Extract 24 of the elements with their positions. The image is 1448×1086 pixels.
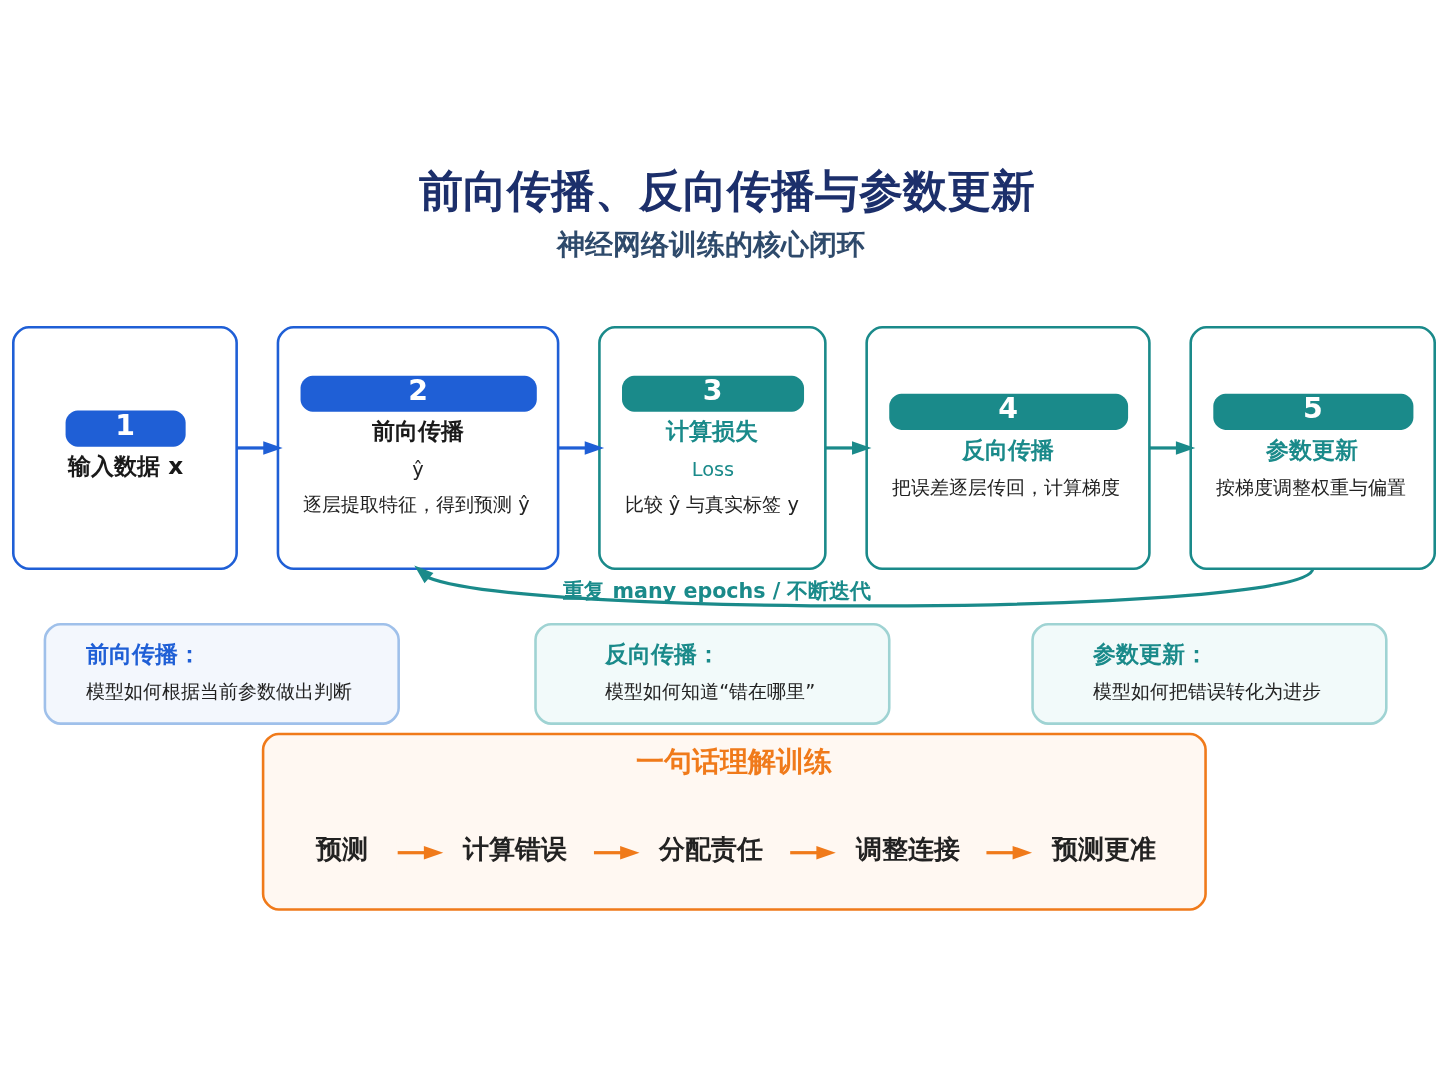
node-text: 计算错误 [463,833,568,864]
node-box: 4 反向传播 把误差逐层传回，计算梯度 [865,325,1151,570]
node-text: 分配责任 [659,833,764,864]
arrow [397,845,444,859]
node-text: 调整连接 [855,833,960,864]
node-box: 反向传播： 模型如何知道“错在哪里” [534,622,891,725]
node-box: 2 前向传播 ŷ 逐层提取特征，得到预测 ŷ [276,325,560,570]
node-box: 前向传播： 模型如何根据当前参数做出判断 [43,622,400,725]
arrow [593,845,640,859]
node-box: 5 参数更新 按梯度调整权重与偏置 [1189,325,1436,570]
arrow [790,845,836,859]
arrow [558,440,605,455]
arrow [986,845,1032,859]
node-box: 3 计算损失 Loss 比较 ŷ 与真实标签 y [598,325,827,570]
diagram-title: 前向传播、反向传播与参数更新 [418,164,1035,216]
node-box: 参数更新： 模型如何把错误转化为进步 [1031,622,1388,725]
node-text: 预测更准 [1051,833,1156,864]
arrow [414,564,1314,607]
arrow [237,440,283,455]
arrow [825,440,872,455]
label: 神经网络训练的核心闭环 [557,227,866,261]
node-text: 预测 [316,833,369,864]
arrow [1149,440,1196,455]
node-box: 1 输入数据 x [12,325,238,570]
